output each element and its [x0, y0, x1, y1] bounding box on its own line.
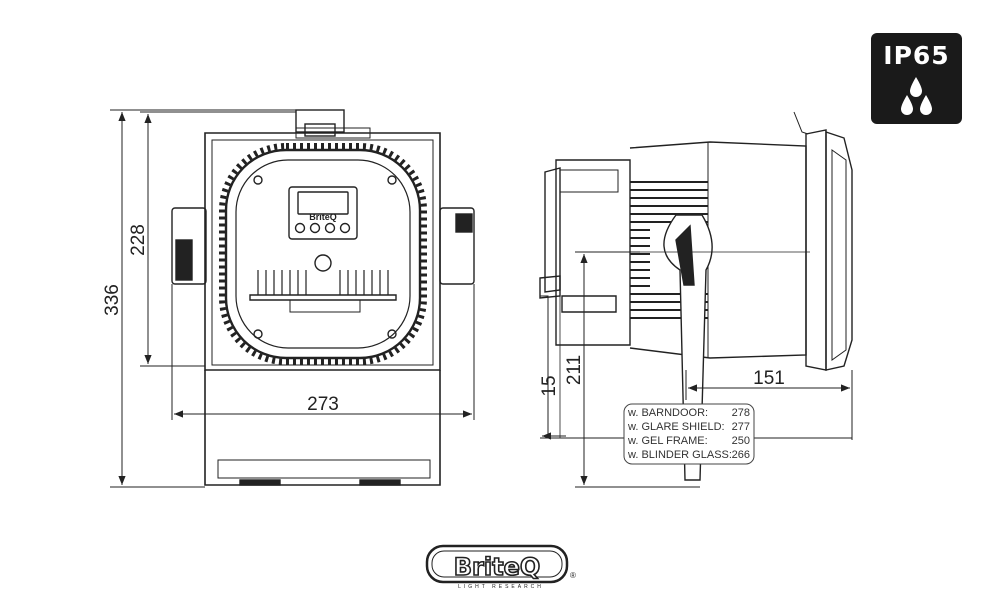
dimension-front-width-label: 273: [307, 394, 339, 415]
dimension-side-height-label: 211: [564, 355, 585, 385]
table-row-value: 278: [732, 407, 750, 419]
device-display-logo: BriteQ: [309, 212, 337, 222]
dimension-side-offset-label: 15: [539, 375, 560, 396]
accessory-table: w. BARNDOOR: 278 w. GLARE SHIELD: 277 w.…: [623, 403, 755, 465]
table-row-value: 250: [732, 435, 750, 447]
table-row-value: 277: [732, 421, 750, 433]
ip-rating-badge: IP65: [871, 33, 962, 124]
brand-logo: BriteQ ®: [425, 544, 576, 584]
brand-name: BriteQ: [454, 553, 541, 581]
dimension-overall-height-label: 336: [102, 284, 123, 316]
ip-rating-label: IP65: [883, 41, 950, 70]
table-row-label: w. GEL FRAME:: [627, 435, 708, 447]
dimension-side-depth-label: 151: [753, 368, 785, 389]
table-row-label: w. GLARE SHIELD:: [627, 421, 725, 433]
brand-tagline: LIGHT RESEARCH: [458, 584, 544, 590]
dimension-bracket-height-label: 228: [128, 224, 149, 256]
dimension-overall-height: [110, 109, 300, 488]
brand-registered-mark: ®: [570, 571, 576, 580]
dimension-side-height: [575, 251, 700, 488]
water-drops-icon: [901, 77, 932, 115]
front-view: [171, 109, 475, 486]
dimension-front-width: [171, 284, 475, 420]
dimension-bracket-height: [140, 111, 296, 367]
table-row-value: 266: [732, 449, 750, 461]
table-row-label: w. BARNDOOR:: [627, 407, 708, 419]
dimension-side-depth: [685, 370, 853, 440]
table-row-label: w. BLINDER GLASS:: [627, 449, 732, 461]
